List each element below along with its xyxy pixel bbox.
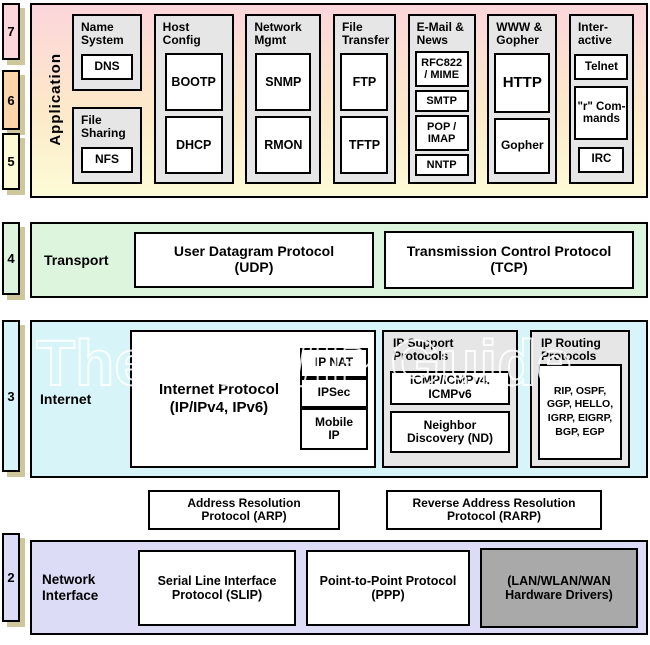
transport-layer-band: Transport User Datagram Protocol (UDP) T…: [30, 222, 648, 298]
transport-label: Transport: [44, 252, 109, 268]
protocol-box-icmp: ICMP/ICMPv4, ICMPv6: [390, 370, 510, 405]
group-host-config: Host Config BOOTP DHCP: [153, 14, 234, 184]
layer-number-4: 4: [2, 222, 20, 295]
layer-number-3: 3: [2, 320, 20, 472]
application-layer-band: Application Name System DNS File Sharing…: [30, 3, 648, 198]
ip-sub-protocols: IP NAT IPSec Mobile IP: [300, 344, 368, 454]
layer-number-7: 7: [2, 3, 20, 60]
protocol-box-smtp: SMTP: [414, 89, 469, 112]
network-interface-layer-band: Network Interface Serial Line Interface …: [30, 540, 648, 635]
protocol-box-dhcp: DHCP: [164, 115, 223, 174]
ip-routing-boxes: RIP, OSPF, GGP, HELLO, IGRP, EIGRP, BGP,…: [538, 363, 622, 460]
ip-routing-heading: IP Routing Protocols: [541, 336, 601, 364]
ip-title: Internet Protocol (IP/IPv4, IPv6): [158, 381, 279, 416]
protocol-box-ipsec: IPSec: [300, 378, 368, 408]
group-name-system-boxes: DNS: [78, 48, 136, 86]
group-network-mgmt-heading: Network Mgmt: [254, 20, 302, 48]
protocol-box-ppp: Point-to-Point Protocol (PPP): [306, 549, 470, 626]
protocol-box-pop-imap: POP / IMAP: [414, 114, 469, 151]
protocol-box-nfs: NFS: [81, 146, 133, 173]
group-file-sharing-heading: File Sharing: [81, 113, 126, 141]
group-www-gopher-heading: WWW & Gopher: [496, 20, 543, 48]
application-label-zone: Application: [38, 14, 72, 184]
protocol-box-dns: DNS: [81, 53, 133, 80]
group-host-config-heading: Host Config: [162, 20, 201, 48]
ip-support-boxes: ICMP/ICMPv4, ICMPv6 Neighbor Discovery (…: [390, 364, 510, 460]
group-ip-support-protocols: IP Support Protocols ICMP/ICMPv4, ICMPv6…: [382, 330, 518, 468]
group-network-mgmt-boxes: SNMP RMON: [251, 48, 315, 179]
protocol-box-r-commands: "r" Com- mands: [574, 86, 629, 141]
group-name-system: Name System DNS: [72, 14, 142, 91]
protocol-box-http: HTTP: [494, 52, 551, 113]
group-www-gopher: WWW & Gopher HTTP Gopher: [487, 14, 558, 184]
application-columns: Name System DNS File Sharing NFS Host Co…: [72, 14, 634, 184]
protocol-box-gopher: Gopher: [494, 117, 551, 174]
group-network-mgmt: Network Mgmt SNMP RMON: [245, 14, 322, 184]
column-name-system-file-sharing: Name System DNS File Sharing NFS: [72, 14, 142, 184]
group-ip-routing-protocols: IP Routing Protocols RIP, OSPF, GGP, HEL…: [530, 330, 630, 468]
protocol-box-snmp: SNMP: [255, 52, 312, 111]
protocol-box-neighbor-discovery: Neighbor Discovery (ND): [390, 411, 510, 454]
group-email-news: E-Mail & News RFC822 / MIME SMTP POP / I…: [407, 14, 476, 184]
protocol-box-arp: Address Resolution Protocol (ARP): [148, 490, 340, 530]
internet-layer-band: Internet Internet Protocol (IP/IPv4, IPv…: [30, 320, 648, 478]
group-host-config-boxes: BOOTP DHCP: [160, 48, 228, 179]
group-email-news-heading: E-Mail & News: [416, 20, 464, 48]
layer-number-6: 6: [2, 70, 20, 130]
protocol-box-nntp: NNTP: [414, 153, 469, 176]
internet-label: Internet: [40, 391, 92, 407]
group-interactive-heading: Inter- active: [577, 20, 612, 48]
group-file-transfer-boxes: FTP TFTP: [339, 48, 390, 179]
protocol-box-routing-list: RIP, OSPF, GGP, HELLO, IGRP, EIGRP, BGP,…: [538, 363, 622, 460]
protocol-box-bootp: BOOTP: [164, 52, 223, 111]
group-www-gopher-boxes: HTTP Gopher: [493, 48, 551, 179]
protocol-box-telnet: Telnet: [574, 54, 629, 81]
protocol-box-mobile-ip: Mobile IP: [300, 408, 368, 450]
protocol-box-ip-nat: IP NAT: [300, 348, 368, 378]
protocol-box-tftp: TFTP: [340, 115, 389, 174]
group-file-transfer-heading: File Transfer: [341, 20, 390, 48]
protocol-box-hardware-drivers: (LAN/WLAN/WAN Hardware Drivers): [480, 547, 638, 628]
layer-number-2: 2: [2, 533, 20, 622]
group-file-sharing-boxes: NFS: [78, 141, 136, 179]
group-file-sharing: File Sharing NFS: [72, 107, 142, 184]
protocol-box-irc: IRC: [578, 146, 625, 173]
protocol-box-tcp: Transmission Control Protocol (TCP): [384, 231, 634, 289]
group-interactive-boxes: Telnet "r" Com- mands IRC: [574, 48, 629, 179]
protocol-box-udp: User Datagram Protocol (UDP): [134, 232, 374, 288]
group-name-system-heading: Name System: [81, 20, 124, 48]
network-interface-label: Network Interface: [42, 571, 99, 603]
layer-number-5: 5: [2, 133, 20, 190]
protocol-box-rmon: RMON: [255, 115, 312, 174]
protocol-box-ip: Internet Protocol (IP/IPv4, IPv6) IP NAT…: [130, 330, 376, 468]
group-file-transfer: File Transfer FTP TFTP: [332, 14, 396, 184]
protocol-box-rfc822-mime: RFC822 / MIME: [414, 50, 469, 87]
protocol-box-slip: Serial Line Interface Protocol (SLIP): [138, 549, 296, 626]
application-label: Application: [46, 52, 64, 146]
protocol-box-ftp: FTP: [340, 52, 389, 111]
ip-support-heading: IP Support Protocols: [393, 336, 454, 364]
group-email-news-boxes: RFC822 / MIME SMTP POP / IMAP NNTP: [414, 48, 470, 179]
protocol-box-rarp: Reverse Address Resolution Protocol (RAR…: [386, 490, 602, 530]
group-interactive: Inter- active Telnet "r" Com- mands IRC: [568, 14, 634, 184]
